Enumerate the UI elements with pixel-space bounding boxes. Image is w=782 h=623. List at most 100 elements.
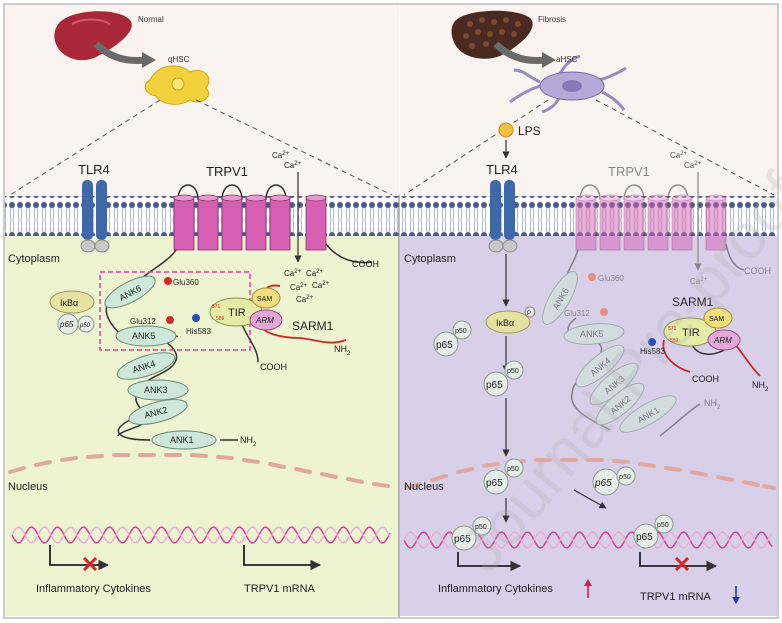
ank-chain-right: ANK6 ANK5 ANK4 ANK3 ANK2 ANK1 NH2: [542, 249, 721, 437]
cooh-right-top: COOH: [744, 266, 771, 276]
svg-text:ANK5: ANK5: [132, 331, 156, 341]
svg-text:p50: p50: [79, 323, 91, 329]
his583-right: His583: [640, 347, 665, 356]
svg-text:p65: p65: [486, 380, 503, 391]
svg-text:p65: p65: [454, 534, 471, 545]
svg-text:p50: p50: [657, 522, 669, 529]
grey-arrow: [93, 41, 147, 64]
trpv1-channel-left: [173, 184, 373, 264]
cooh-left-sarm: COOH: [260, 362, 287, 372]
svg-text:Ca2+: Ca2+: [296, 295, 314, 304]
svg-text:Ca2+: Ca2+: [290, 283, 308, 292]
svg-text:TIR: TIR: [682, 327, 700, 339]
ikb-complex-right: IκBα P p65 p50: [433, 306, 536, 357]
right-panel: Fibrosis aHSC LPS TLR4: [400, 5, 777, 616]
ank1-left: ANK1: [151, 430, 217, 450]
glu360-right: Glu360: [598, 274, 624, 283]
svg-text:Ca2+: Ca2+: [272, 151, 290, 160]
svg-text:NH2: NH2: [704, 398, 721, 411]
svg-text:571: 571: [212, 304, 221, 310]
svg-text:Ca2+: Ca2+: [306, 269, 324, 278]
svg-text:IκBα: IκBα: [496, 318, 514, 328]
svg-text:589: 589: [670, 338, 679, 344]
cooh-left-top: COOH: [352, 259, 379, 269]
qhsc-cell-icon: [144, 65, 210, 105]
his583-left: His583: [186, 327, 211, 336]
fibrosis-liver-icon: [451, 10, 533, 59]
tlr4-label-right: TLR4: [486, 162, 518, 177]
sarm1-right: TIR SAM ARM 571 589: [662, 307, 761, 377]
ank2-left: ANK2: [128, 399, 188, 425]
cytoplasm-label-right: Cytoplasm: [404, 253, 456, 265]
nh2-left-sarm: NH2: [334, 344, 351, 357]
ahsc-label: aHSC: [556, 55, 578, 64]
svg-text:SAM: SAM: [257, 296, 272, 303]
svg-text:Ca2+: Ca2+: [690, 277, 708, 286]
svg-text:ANK3: ANK3: [144, 385, 168, 395]
trpv1-label-right: TRPV1: [608, 164, 650, 179]
svg-text:Ca2+: Ca2+: [670, 151, 688, 160]
nucleus-label-right: Nucleus: [404, 481, 444, 493]
svg-text:Ca2+: Ca2+: [312, 281, 330, 290]
gene-trpv1-right: TRPV1 mRNA: [640, 591, 712, 603]
svg-text:ARM: ARM: [255, 316, 274, 325]
svg-text:p65: p65: [436, 340, 453, 351]
dna-left: [11, 526, 391, 544]
up-arrow-icon: [584, 579, 592, 598]
svg-text:Ca2+: Ca2+: [684, 161, 702, 170]
normal-liver-icon: [54, 11, 132, 61]
gene-cytokines-right: Inflammatory Cytokines: [438, 583, 553, 595]
glu312-left: Glu312: [130, 317, 156, 326]
inhibit-cross-right: [674, 556, 690, 572]
svg-text:ANK1: ANK1: [170, 435, 194, 445]
tlr4-label-left: TLR4: [78, 162, 110, 177]
tlr4-receptor-left: [80, 180, 110, 253]
calcium-ions-left: Ca2+ Ca2+ Ca2+ Ca2+ Ca2+ Ca2+ Ca2+: [272, 151, 330, 304]
sarm1-left: TIR SAM ARM 571 589: [209, 284, 347, 363]
svg-text:p50: p50: [507, 466, 519, 473]
svg-text:ANK5: ANK5: [580, 329, 604, 339]
svg-text:p50: p50: [507, 368, 519, 375]
trpv1-channel-right: [575, 184, 745, 271]
svg-text:p65: p65: [636, 532, 653, 543]
nh2-left-ank: NH2: [240, 435, 257, 448]
cooh-right-sarm: COOH: [692, 374, 719, 384]
svg-text:p50: p50: [618, 474, 631, 481]
gene-cytokines-left: Inflammatory Cytokines: [36, 583, 151, 595]
ikb-complex-left: IκBα p65 p50: [49, 290, 95, 335]
p65-p50-cytoplasm-right: p65 p50: [483, 360, 524, 397]
ahsc-cell-icon: [509, 54, 627, 114]
svg-text:TIR: TIR: [228, 307, 246, 319]
ank6-left: ANK6: [104, 275, 156, 309]
svg-text:IκBα: IκBα: [60, 298, 78, 308]
ank3-left: ANK3: [127, 379, 189, 401]
qhsc-label: qHSC: [168, 55, 190, 64]
tlr4-receptor-right: [488, 180, 518, 253]
glu312-right: Glu312: [564, 309, 590, 318]
trpv1-label-left: TRPV1: [206, 164, 248, 179]
svg-text:Ca2+: Ca2+: [284, 269, 302, 278]
svg-text:SAM: SAM: [709, 316, 724, 323]
sarm1-label-left: SARM1: [292, 319, 334, 333]
svg-text:ARM: ARM: [713, 336, 732, 345]
svg-text:p50: p50: [455, 328, 467, 335]
nuclear-envelope-right: [404, 458, 776, 490]
p65-p50-dna-bound-left: p65 p50: [451, 516, 492, 551]
glu360-left: Glu360: [173, 278, 199, 287]
normal-label: Normal: [138, 15, 164, 24]
svg-text:p65: p65: [594, 478, 612, 489]
svg-text:p65: p65: [59, 320, 74, 329]
svg-text:p65: p65: [486, 478, 503, 489]
sarm1-label-right: SARM1: [672, 295, 714, 309]
nh2-right-sarm: NH2: [752, 380, 769, 393]
down-arrow-icon: [732, 586, 740, 604]
p65-p50-dna-bound-right: p65 p50: [633, 514, 674, 549]
nuclear-envelope-left: [8, 453, 390, 488]
p65-p50-free-right: p65 p50: [592, 466, 636, 496]
ank4-left: ANK4: [116, 352, 176, 380]
gene-trpv1-left: TRPV1 mRNA: [244, 583, 316, 595]
inhibit-cross-left: [82, 556, 98, 572]
svg-text:p50: p50: [475, 524, 487, 531]
cytoplasm-label-left: Cytoplasm: [8, 253, 60, 265]
